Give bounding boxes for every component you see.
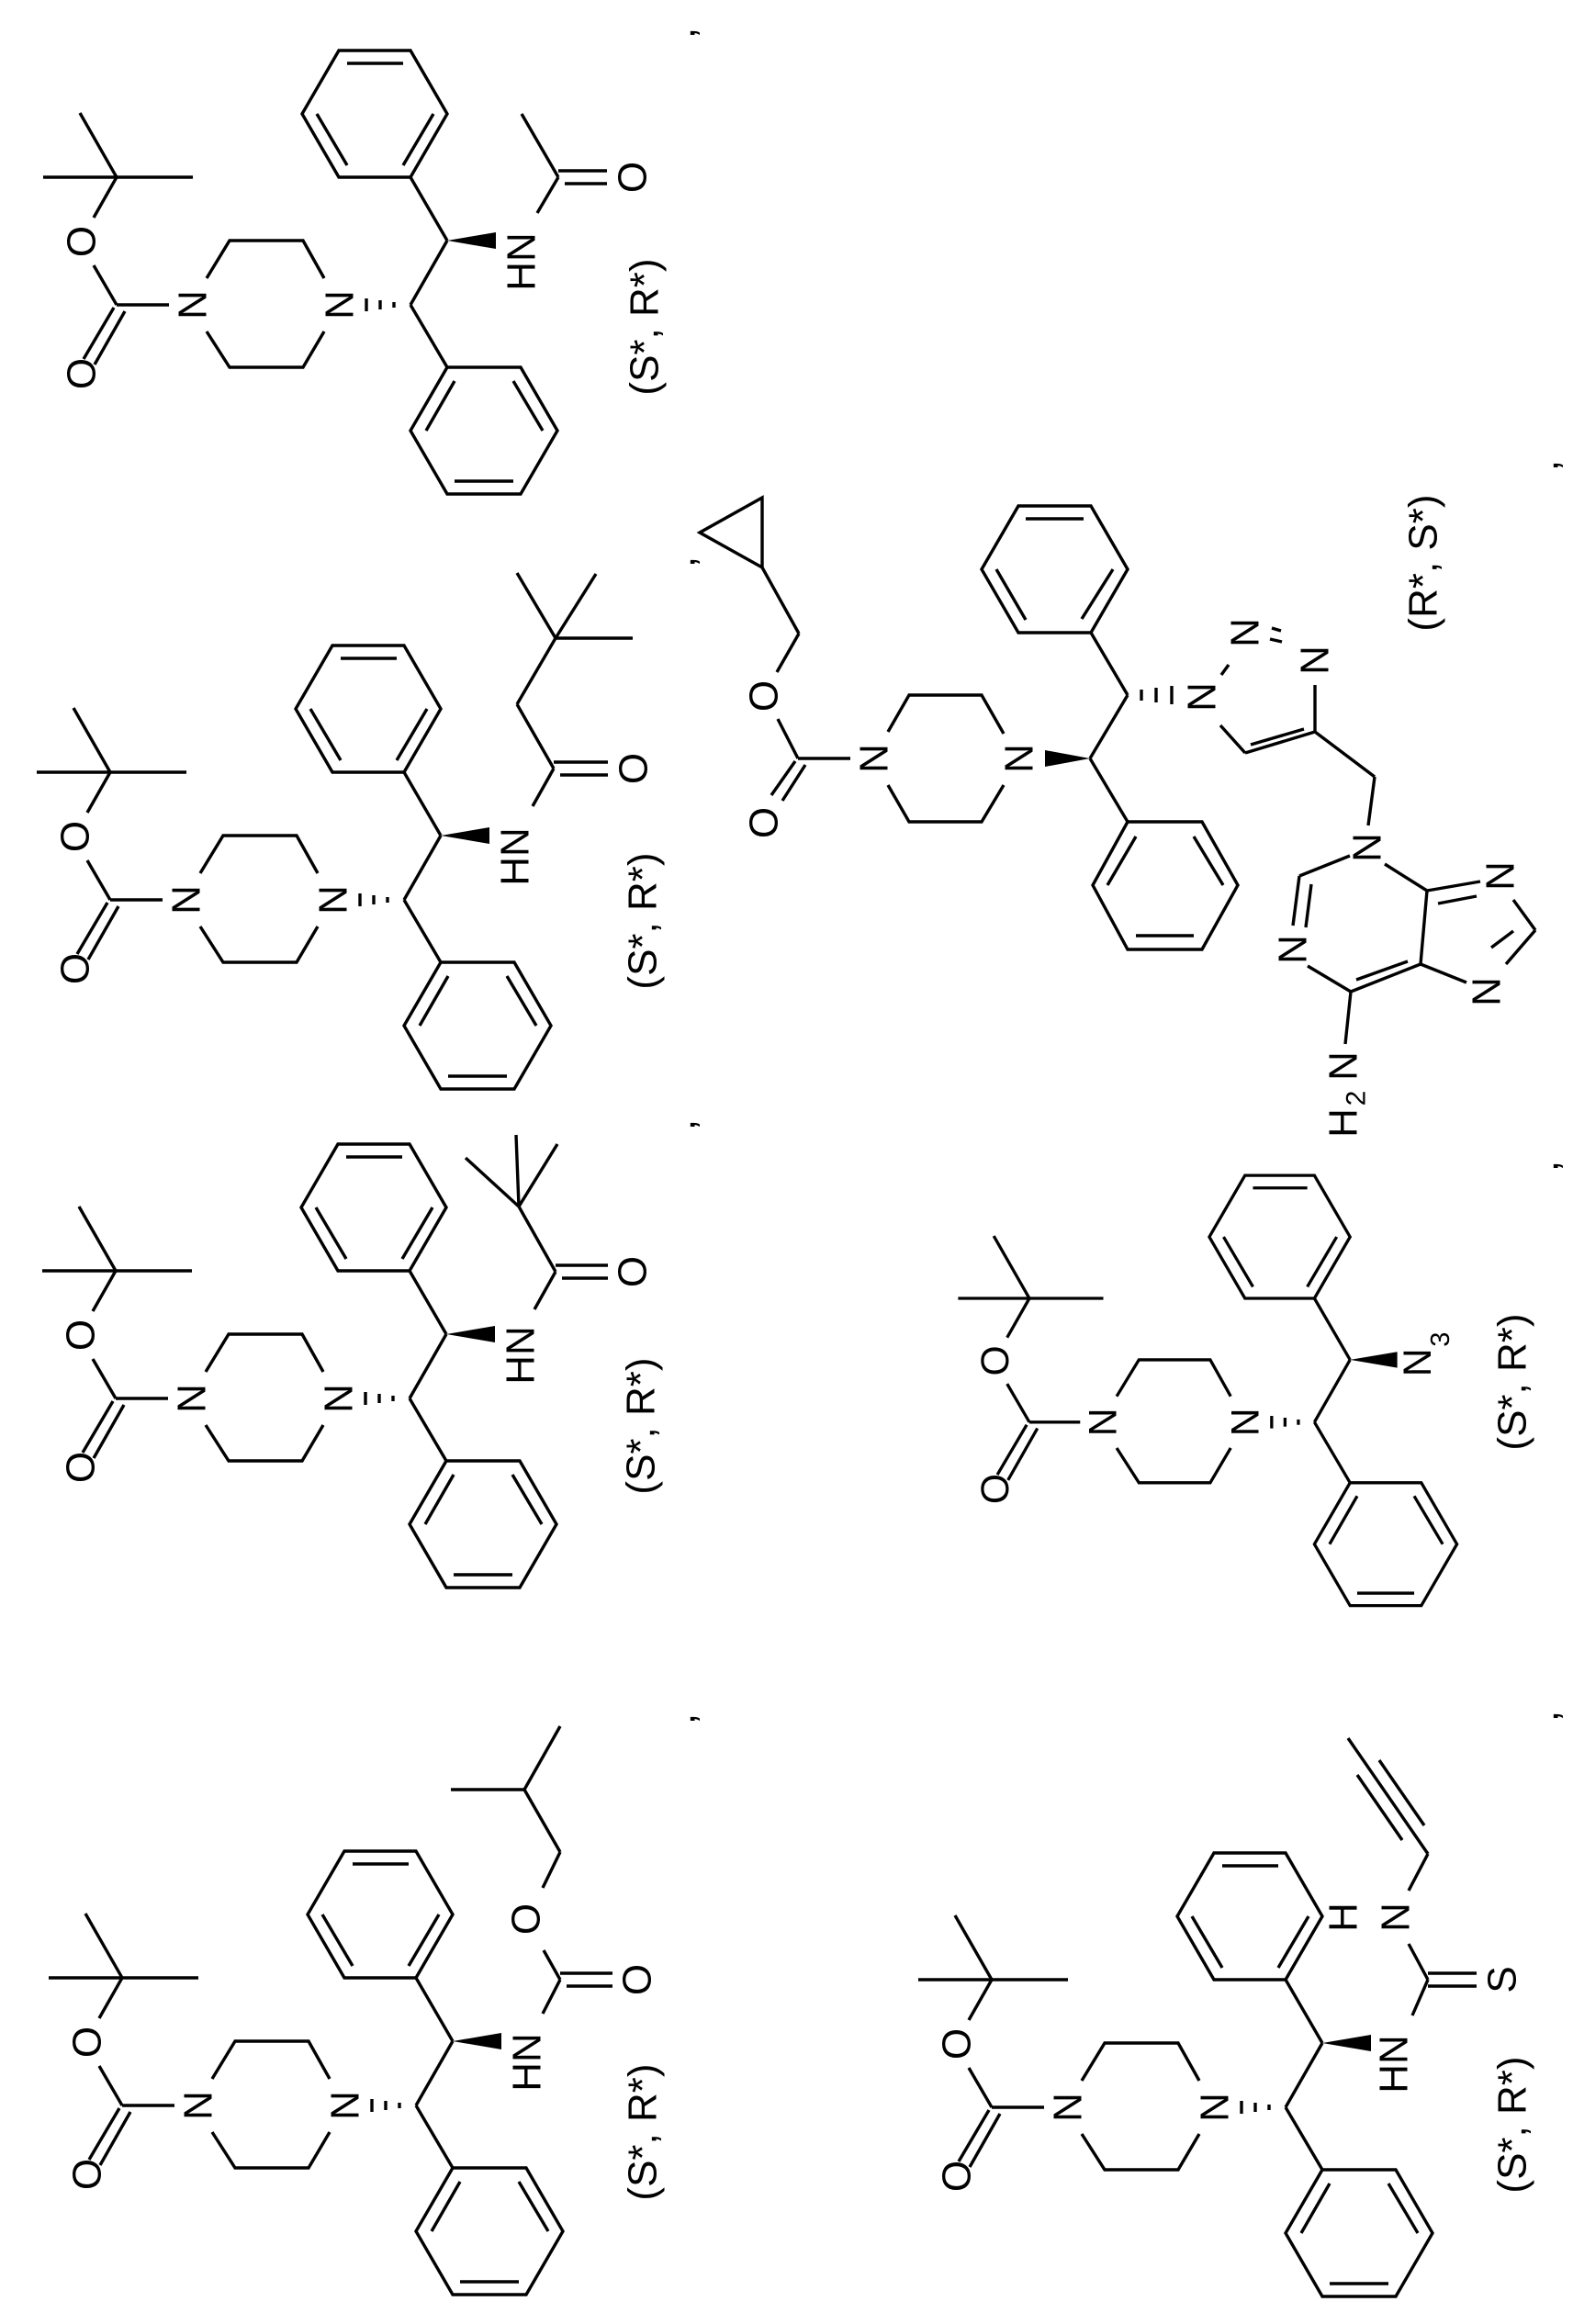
separator-comma: , [659,28,704,39]
atom-o-ester: O [973,1345,1017,1375]
atom-n2: N [1224,1408,1268,1436]
atom-o-ester: O [742,680,787,712]
separator-comma: , [659,556,704,567]
stereo-label-molecule-6: (S*, R*) [1490,1313,1535,1450]
atom-triazole-n2: N [1223,618,1268,647]
molecule-1-acetamide: O O N N HN O [41,49,656,496]
atom-o-ester: O [60,226,105,257]
atom-o-alkoxy: O [504,1903,549,1935]
atom-purine-n3: N [1271,935,1316,964]
atom-nh2-subscript: 2 [1342,1091,1372,1106]
molecule-5-triazolyl-adenine: O O N N N N N [696,495,1537,1138]
atom-o-carbonyl: O [65,2159,110,2190]
atom-o-carbonyl: O [59,1452,104,1483]
atom-n2: N [311,885,356,915]
atom-n2: N [1193,2093,1238,2122]
separator-comma: , [1522,460,1567,471]
atom-hn: HN [493,827,538,886]
molecule-2-dimethylbutanamide: O O N N HN O [35,572,657,1091]
atom-n1: N [170,1384,215,1413]
atom-purine-n1: N [1465,977,1510,1006]
stereo-label-molecule-4: (S*, R*) [621,2063,666,2200]
atom-hn: HN [500,232,545,291]
molecule-3-pivalamide: O O N N HN O [40,1134,656,1589]
atom-o-carbonyl: O [935,2161,980,2192]
atom-hn: HN [499,1326,544,1385]
atom-n1: N [176,2091,221,2120]
molecule-6-azide: O O N N N 3 [956,1173,1459,1608]
molecule-7-propargyl-thiourea: O O N N HN S N H [916,1737,1525,2298]
atom-s: S [1480,1966,1525,1993]
atom-n1: N [852,744,897,773]
atom-azide-subscript: 3 [1426,1332,1455,1347]
atom-o-ester: O [53,821,98,852]
atom-o-acyl: O [611,162,656,193]
atom-o-acyl: O [615,1964,660,1995]
atom-o-ester: O [65,2026,110,2058]
atom-o-ester: O [935,2028,980,2060]
atom-hn: HN [1372,2035,1417,2094]
atom-o-acyl: O [612,753,657,784]
atom-triazole-n1: N [1180,682,1225,712]
atom-nh-h: H [1321,1903,1366,1932]
atom-n1: N [171,290,216,320]
atom-n2: N [323,2091,368,2120]
molecule-4-isobutyl-carbamate: O O N N HN O O [47,1725,660,2296]
atom-o-carbonyl: O [53,953,98,984]
atom-nh2-n: N [1321,1051,1366,1081]
stereo-label-molecule-7: (S*, R*) [1490,2056,1535,2193]
stereo-label-molecule-5: (R*, S*) [1401,494,1446,631]
atom-nh-n: N [1374,1903,1419,1932]
atom-n2: N [997,744,1042,773]
atom-n2: N [317,1384,362,1413]
atom-triazole-n3: N [1293,646,1338,675]
stereo-label-molecule-3: (S*, R*) [619,1357,664,1494]
atom-n1: N [1046,2093,1091,2122]
separator-comma: , [1522,1711,1567,1722]
atom-azide-n: N [1396,1348,1440,1376]
atom-n1: N [164,885,209,915]
separator-comma: , [659,1119,704,1130]
atom-purine-n9: N [1345,833,1390,862]
atom-o-acyl: O [611,1256,656,1287]
atom-o-carbonyl: O [973,1474,1017,1504]
atom-hn: HN [505,2033,550,2092]
atom-o-ester: O [59,1319,104,1351]
separator-comma: , [659,1713,704,1724]
atom-o-carbonyl: O [742,807,787,838]
atom-nh2-h: H [1321,1108,1366,1138]
stereo-label-molecule-1: (S*, R*) [623,258,668,395]
atom-purine-n7: N [1478,861,1523,891]
stereo-label-molecule-2: (S*, R*) [621,852,666,989]
atom-n2: N [318,290,363,320]
atom-o-carbonyl: O [60,358,105,389]
separator-comma: , [1522,1161,1567,1172]
atom-n1: N [1082,1408,1126,1436]
